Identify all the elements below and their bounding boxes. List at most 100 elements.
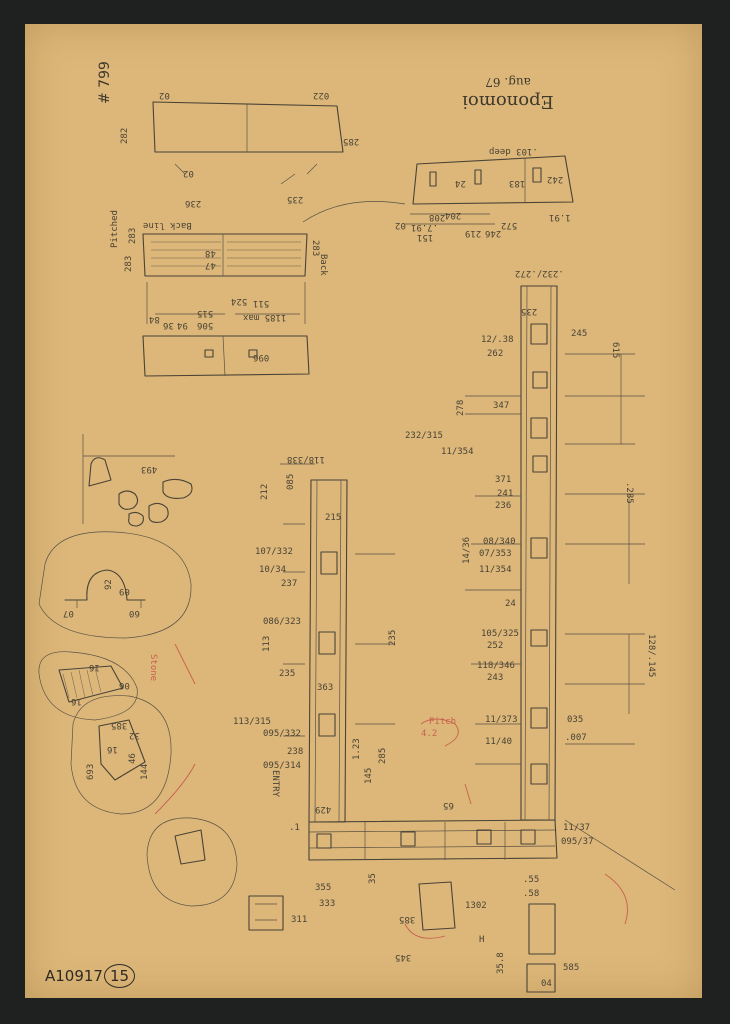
dimension-label: 02 [395, 220, 406, 230]
dimension-label: 252 [487, 641, 504, 651]
dimension-label: 208 [429, 212, 446, 222]
dimension-label: 493 [141, 464, 158, 474]
dimension-label: 285 [378, 747, 388, 764]
dimension-label: 118/338 [287, 454, 325, 464]
dimension-label: 11/354 [479, 565, 512, 575]
left-fragment-drawing [82, 434, 193, 527]
dimension-label: 235 [521, 306, 538, 316]
dimension-label: 385 [399, 914, 416, 924]
top-block-drawing [152, 101, 344, 185]
dimension-label: 246 [485, 228, 502, 238]
dimension-label: 232/315 [405, 431, 443, 441]
dimension-label: 07/353 [479, 549, 512, 559]
dimension-label: 242 [547, 174, 564, 184]
dimension-label: 238 [287, 747, 304, 757]
dimension-label: 04 [541, 979, 552, 989]
catalog-circled-number: 15 [103, 964, 136, 988]
dimension-label: 237 [281, 579, 298, 589]
dimension-label: 086/323 [263, 617, 301, 627]
dimension-label: 347 [493, 401, 510, 411]
dimension-label: 1185 max [243, 312, 287, 322]
dimension-label: .1 [289, 823, 300, 833]
middle-left-block-drawing [142, 233, 310, 377]
dimension-label: 215 [325, 513, 342, 523]
dimension-label: 24 [505, 599, 516, 609]
dimension-label: 113/315 [233, 717, 271, 727]
dimension-label: 345 [395, 952, 412, 962]
dimension-label: .103 deep [489, 146, 538, 156]
dimension-label: 118/346 [477, 661, 515, 671]
dimension-label: 235 [287, 194, 304, 204]
dimension-label: 363 [317, 683, 334, 693]
dimension-label: 11/354 [441, 447, 474, 457]
dimension-label: .7.91 [411, 222, 439, 232]
dimension-label: 095/314 [263, 761, 301, 771]
dimension-label: 183 [509, 178, 526, 188]
dimension-label: 46 [128, 753, 138, 764]
dimension-label: 282 [120, 127, 130, 144]
dimension-label: 572 [501, 220, 518, 230]
annotation-text: Back [318, 254, 328, 276]
dimension-label: 204 [445, 210, 462, 220]
dimension-label: 285 [343, 136, 360, 146]
dimension-label: 095/37 [561, 837, 594, 847]
dimension-label: 035 [567, 715, 584, 725]
dimension-label: 615 [610, 342, 620, 359]
dimension-label: 60 [129, 608, 140, 618]
circle-detail-2 [38, 651, 138, 721]
dimension-label: H [479, 935, 485, 945]
sheet-number: # 799 [97, 61, 113, 104]
right-block-drawing [302, 155, 574, 225]
dimension-label: 506 [197, 320, 214, 330]
red-annotations [174, 643, 472, 939]
dimension-label: 14/36 [462, 536, 472, 564]
annotation-text: Stone [148, 654, 158, 682]
dimension-label: .58 [523, 889, 540, 899]
dimension-label: 94 [177, 320, 188, 330]
dimension-label: 151 [417, 232, 434, 242]
dimension-label: 10/34 [259, 565, 287, 575]
dimension-label: 511 [253, 298, 270, 308]
annotation-text: 4.2 [421, 729, 438, 739]
dimension-label: 128/.145 [646, 634, 656, 678]
dimension-label: 48 [205, 248, 216, 258]
right-column-plan [465, 285, 676, 925]
dimension-label: 12/.38 [481, 335, 514, 345]
dimension-label: 283 [128, 227, 138, 244]
dimension-label: 236 [185, 198, 202, 208]
document-date: aug. 67 [485, 75, 531, 89]
dimension-label: 283 [124, 255, 134, 272]
dimension-label: 47 [205, 260, 216, 270]
dimension-label: 022 [313, 90, 330, 100]
dimension-label: 429 [315, 804, 332, 814]
dimension-label: 06 [119, 680, 130, 690]
dimension-label: 241 [497, 489, 514, 499]
dimension-label: 105/325 [481, 629, 519, 639]
dimension-label: 311 [291, 915, 308, 925]
dimension-label: 1.91 [549, 212, 571, 222]
annotation-text: ENTRY [270, 770, 280, 798]
dimension-label: 355 [315, 883, 332, 893]
dimension-label: 278 [456, 399, 466, 416]
dimension-label: 085 [286, 473, 296, 490]
dimension-label: 36 [163, 320, 174, 330]
dimension-label: 693 [86, 763, 96, 780]
dimension-label: 35 [368, 873, 378, 884]
dimension-label: 113 [262, 635, 272, 652]
dimension-label: 07 [63, 608, 74, 618]
dimension-label: 235 [388, 629, 398, 646]
circle-detail-4 [146, 763, 238, 907]
dimension-label: 16 [71, 696, 82, 706]
dimension-label: 1.23 [352, 738, 362, 760]
dimension-label: 283 [310, 240, 320, 257]
dimension-label: 16 [89, 662, 100, 672]
dimension-label: .232/.272 [515, 268, 564, 278]
dimension-label: 385 [111, 720, 128, 730]
dimension-label: 35.8 [496, 952, 506, 974]
dimension-label: 92 [104, 579, 114, 590]
dimension-label: 11/40 [485, 737, 513, 747]
dimension-label: 219 [465, 228, 482, 238]
dimension-label: 245 [571, 329, 588, 339]
dimension-label: 585 [563, 963, 580, 973]
